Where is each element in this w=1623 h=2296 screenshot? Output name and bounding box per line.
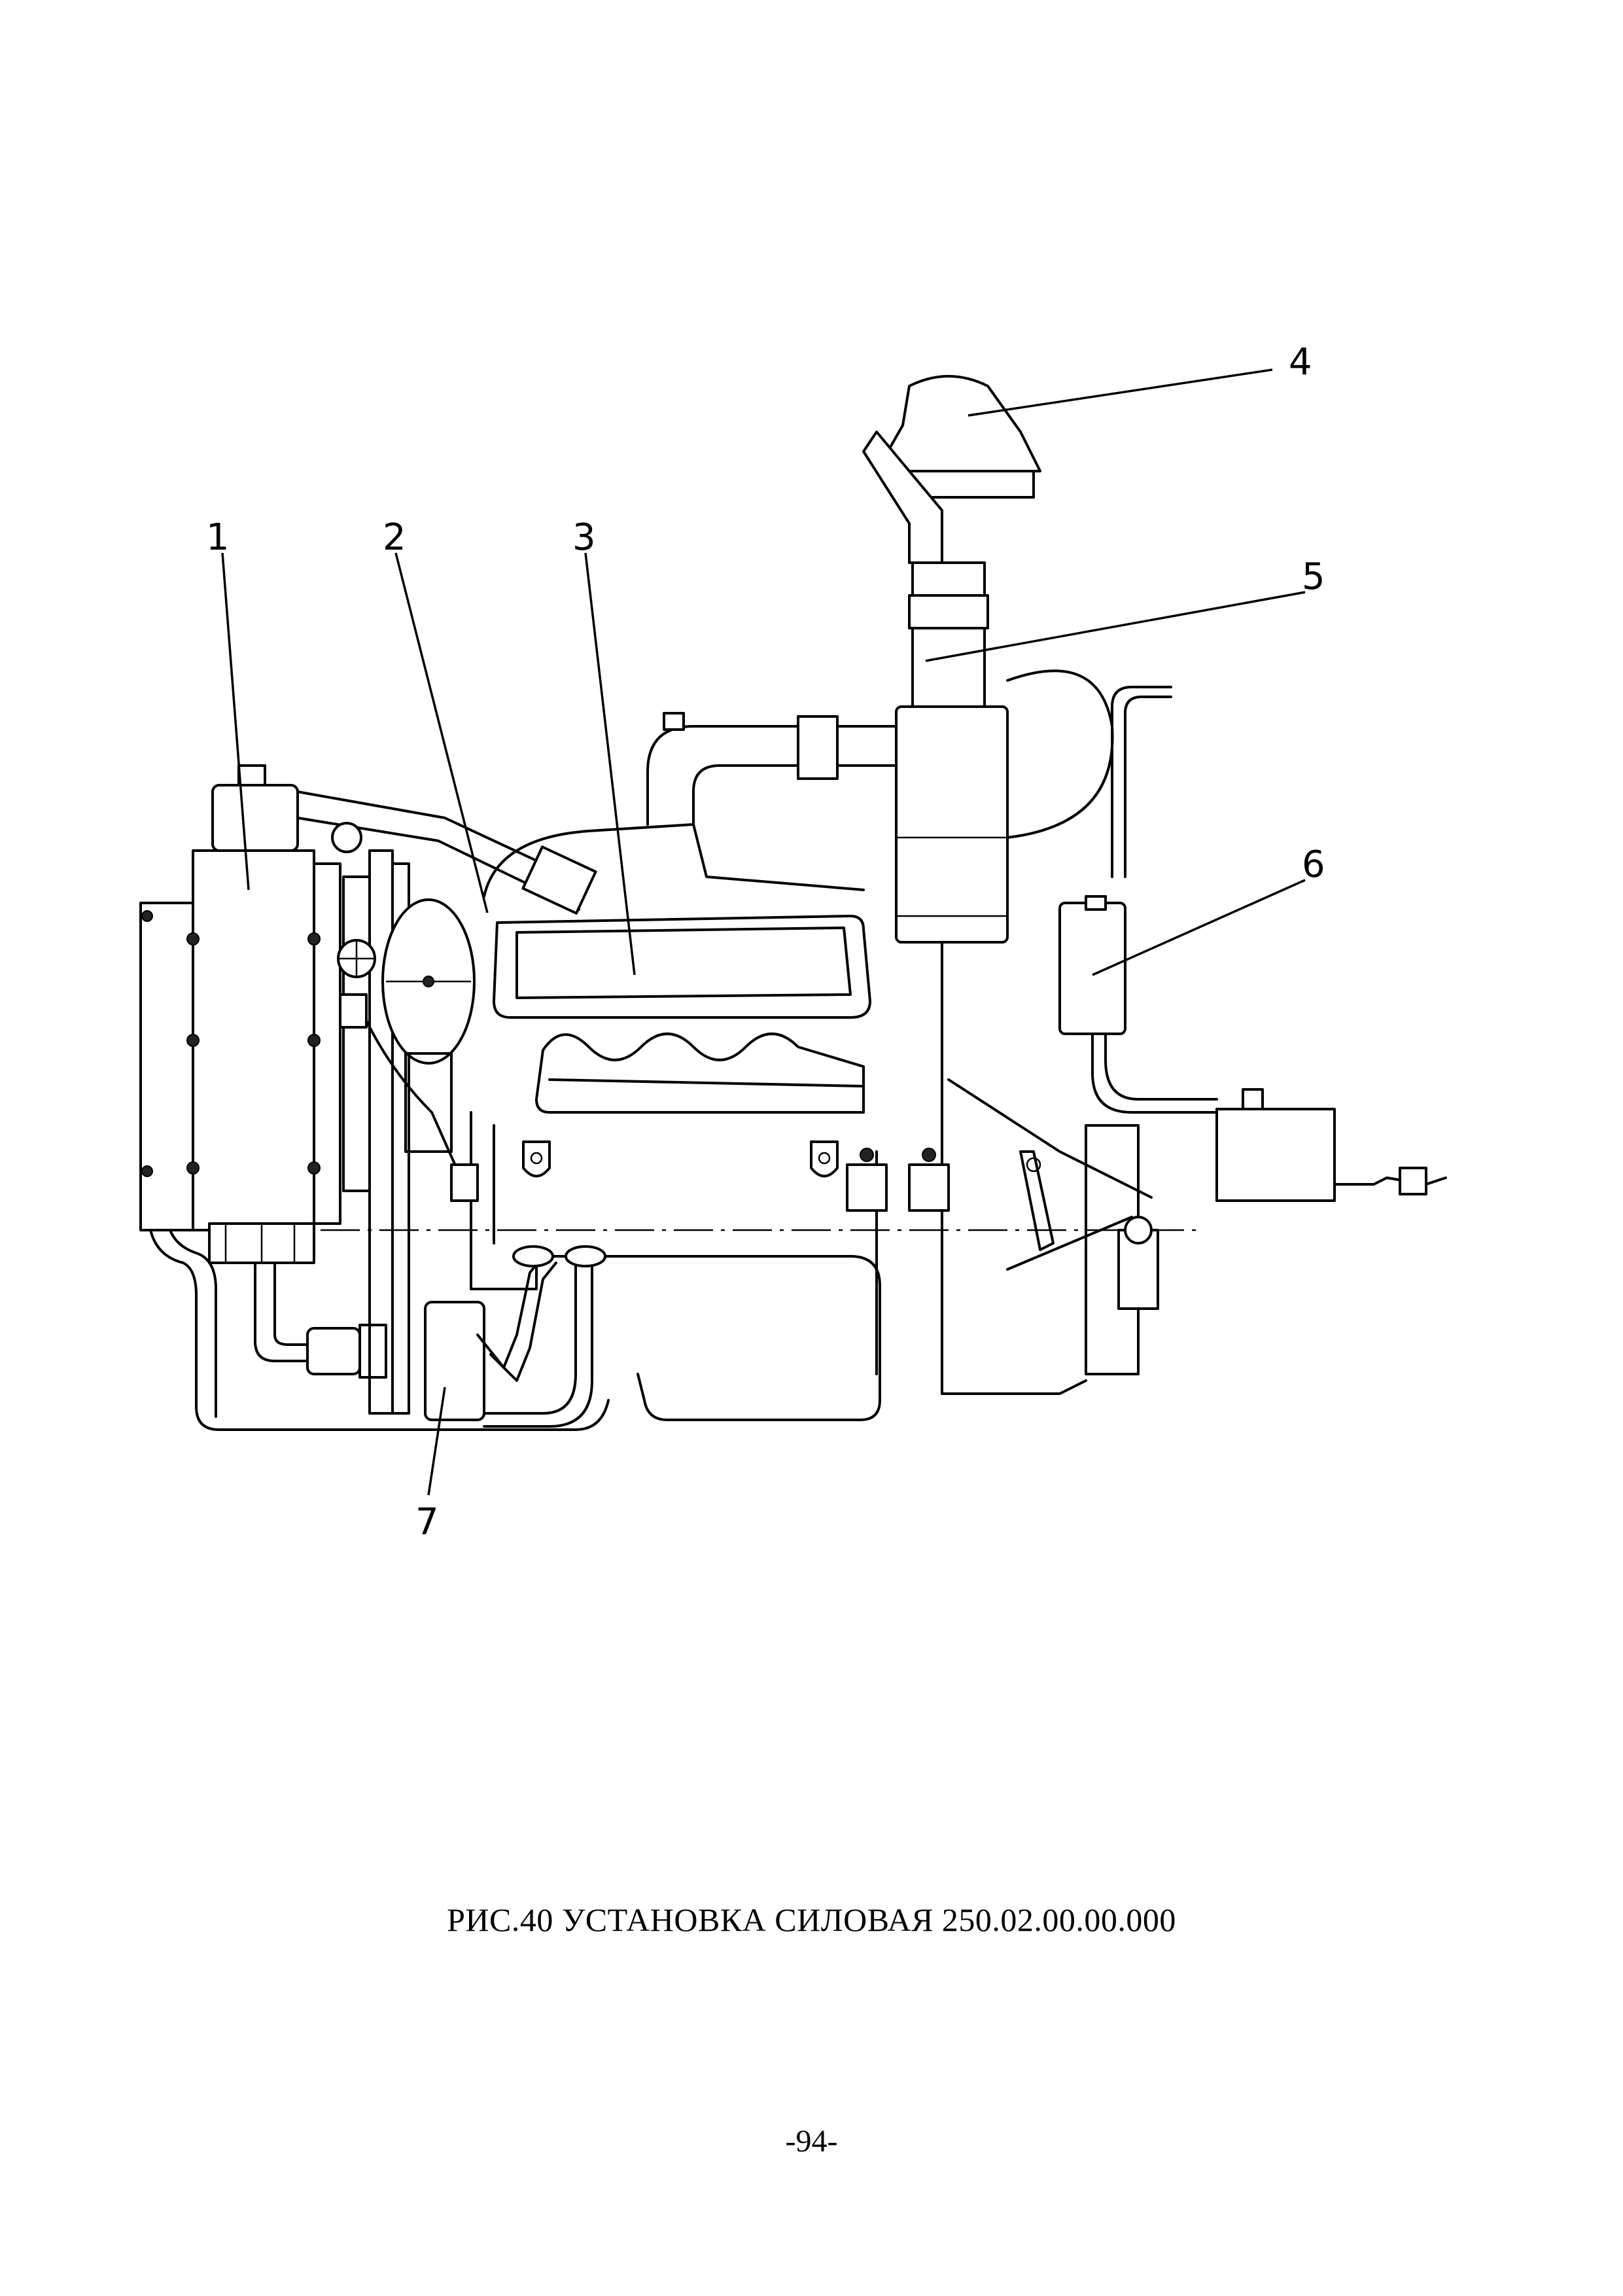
lift-lugs xyxy=(522,1140,839,1178)
intake-hood xyxy=(862,375,1041,564)
generator xyxy=(381,898,476,1153)
callout-4: 4 xyxy=(1289,341,1312,383)
callout-6: 6 xyxy=(1302,843,1325,886)
figure-caption: РИС.40 УСТАНОВКА СИЛОВАЯ 250.02.00.00.00… xyxy=(447,1901,1176,1938)
power-unit-drawing: 1 2 3 4 5 6 7 xyxy=(139,341,1447,1544)
lower-coolant-pipe xyxy=(149,1229,610,1431)
air-cleaner xyxy=(895,561,1114,944)
page-number: -94- xyxy=(785,2124,838,2159)
valve-cover xyxy=(483,823,871,1019)
tank-box xyxy=(1215,1088,1447,1202)
engine-block xyxy=(470,928,1087,1421)
wiring-harness xyxy=(339,993,479,1202)
exhaust-manifold xyxy=(535,1033,865,1114)
clutch-housing xyxy=(947,1078,1159,1375)
callout-1: 1 xyxy=(206,516,230,559)
engine-mounts xyxy=(846,1148,950,1212)
fuel-filter xyxy=(1058,895,1218,1114)
upper-coolant-hose xyxy=(296,790,597,915)
bottom-pump xyxy=(424,1245,606,1428)
intake-pipe xyxy=(646,712,904,826)
radiator xyxy=(139,764,341,1264)
callout-leaders xyxy=(221,368,1306,1496)
callout-7: 7 xyxy=(415,1501,439,1544)
callout-5: 5 xyxy=(1302,556,1325,598)
callout-3: 3 xyxy=(572,516,596,559)
callout-2: 2 xyxy=(383,516,406,559)
upper-right-tube xyxy=(1111,686,1172,878)
fan-pulleys xyxy=(337,849,410,1415)
